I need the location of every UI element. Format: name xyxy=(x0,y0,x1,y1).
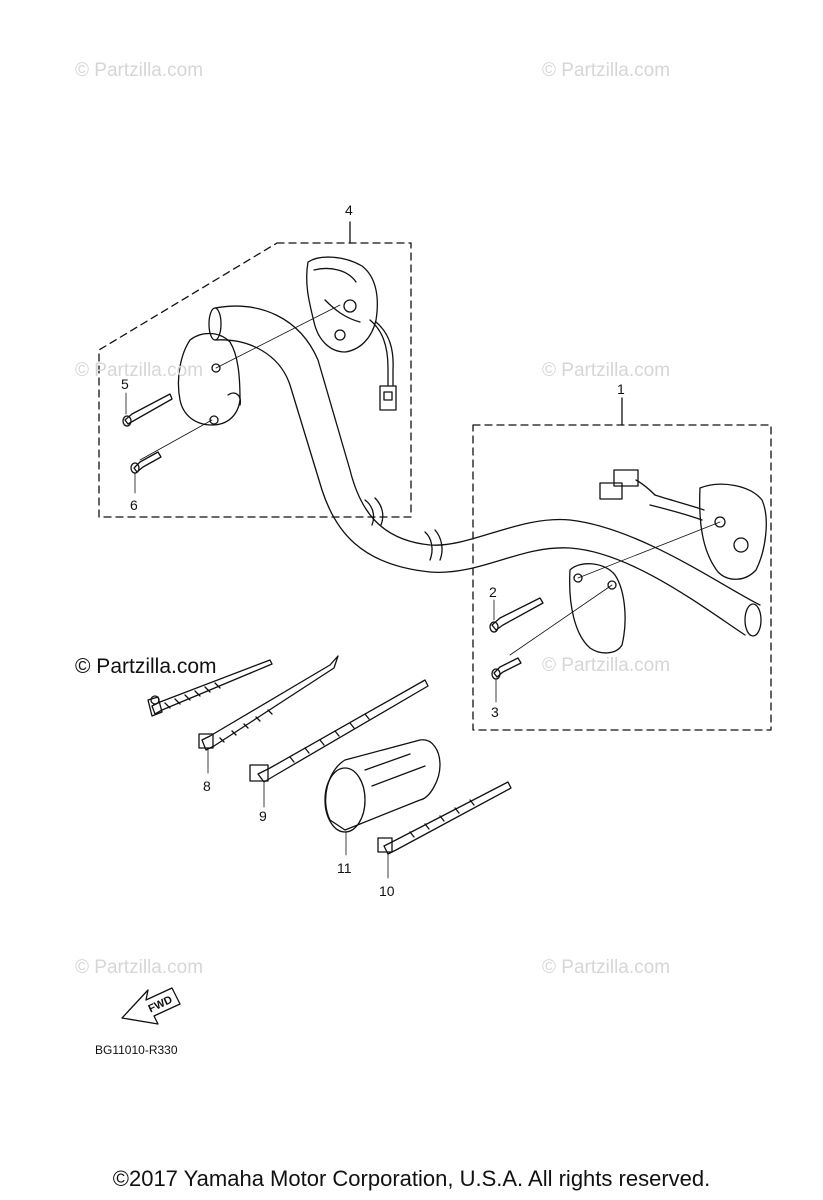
watermark: © Partzilla.com xyxy=(75,655,217,678)
cable-tie-clip xyxy=(147,659,273,717)
protector-11 xyxy=(324,739,441,833)
callout-11: 11 xyxy=(337,860,352,876)
watermark: © Partzilla.com xyxy=(75,360,204,381)
cable-tie-10 xyxy=(377,781,512,855)
fwd-arrow-icon xyxy=(121,987,181,1025)
screw-3 xyxy=(491,657,522,680)
callout-6: 6 xyxy=(130,497,138,513)
handlebar xyxy=(208,305,762,637)
cable-tie-9 xyxy=(249,679,429,783)
callout-5: 5 xyxy=(121,376,129,392)
group-4-box xyxy=(98,242,412,518)
group-1-box xyxy=(472,424,772,731)
right-switch-lower-housing xyxy=(569,563,626,654)
cable-tie-8 xyxy=(198,655,339,751)
watermark: © Partzilla.com xyxy=(75,60,204,81)
watermark: © Partzilla.com xyxy=(75,957,204,978)
callout-4: 4 xyxy=(345,202,353,218)
watermark: © Partzilla.com xyxy=(542,60,671,81)
watermark: © Partzilla.com xyxy=(542,360,671,381)
callout-10: 10 xyxy=(379,883,395,899)
fwd-label: FWD xyxy=(147,994,175,1015)
right-switch-upper-housing xyxy=(599,469,767,580)
watermark: © Partzilla.com xyxy=(542,957,671,978)
screw-2 xyxy=(489,597,544,633)
diagram-code: BG11010-R330 xyxy=(95,1043,178,1057)
left-switch-lower-housing xyxy=(177,332,241,426)
callout-8: 8 xyxy=(203,778,211,794)
callout-2: 2 xyxy=(489,584,497,600)
callout-3: 3 xyxy=(491,704,499,720)
screw-5 xyxy=(122,393,173,427)
callout-9: 9 xyxy=(259,808,267,824)
left-switch-upper-housing xyxy=(306,256,397,411)
callout-1: 1 xyxy=(617,381,625,397)
copyright-notice: ©2017 Yamaha Motor Corporation, U.S.A. A… xyxy=(112,1166,711,1191)
screw-6 xyxy=(130,451,162,474)
watermark: © Partzilla.com xyxy=(542,655,671,676)
